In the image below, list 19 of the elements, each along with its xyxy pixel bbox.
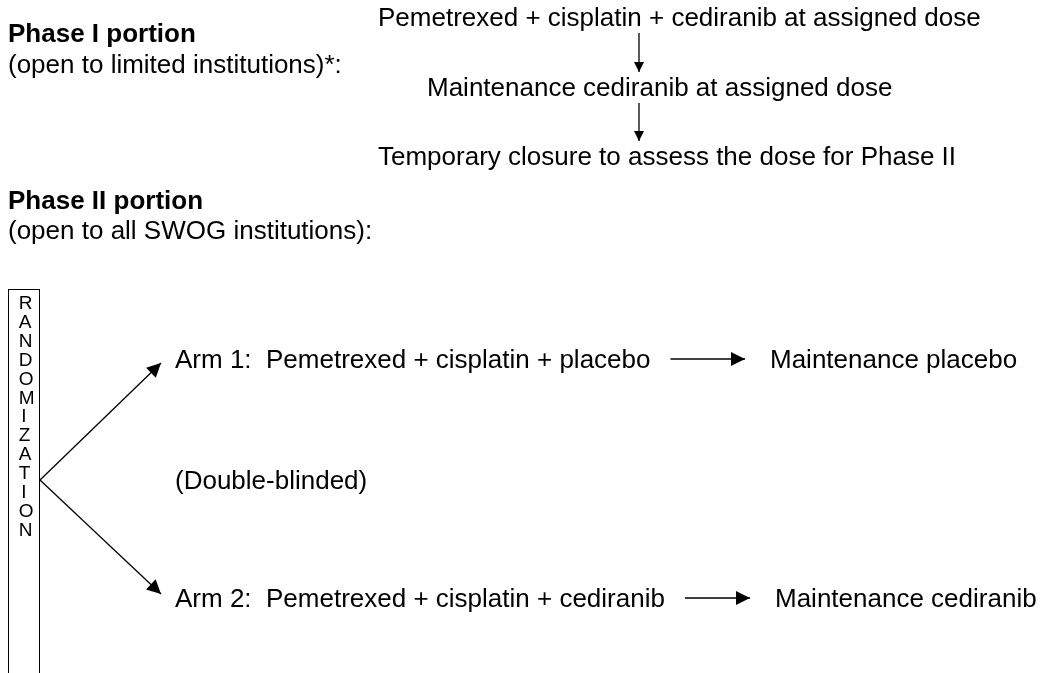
arrow — [634, 32, 644, 73]
section-note: (open to all SWOG institutions): — [8, 216, 373, 244]
arrow — [669, 352, 746, 366]
treatment-step: Maintenance placebo — [770, 345, 1018, 373]
treatment-arm: Arm 1: Pemetrexed + cisplatin + placebo — [175, 345, 651, 373]
note: (Double-blinded) — [175, 466, 368, 494]
arrow — [684, 591, 751, 605]
section-heading: Phase I portion — [8, 19, 196, 47]
arrow — [39, 362, 162, 481]
arrow — [39, 479, 162, 595]
treatment-step: Maintenance cediranib at assigned dose — [427, 73, 893, 101]
treatment-step: Pemetrexed + cisplatin + cediranib at assigned dose — [378, 3, 981, 31]
randomization-box: RANDOMIZATION — [8, 289, 40, 673]
treatment-step: Temporary closure to assess the dose for Phase II — [378, 142, 957, 170]
treatment-arm: Arm 2: Pemetrexed + cisplatin + cediranib — [175, 584, 665, 612]
section-heading: Phase II portion — [8, 186, 204, 214]
arrow — [634, 102, 644, 142]
section-note: (open to limited institutions)*: — [8, 50, 342, 78]
treatment-step: Maintenance cediranib — [775, 584, 1037, 612]
